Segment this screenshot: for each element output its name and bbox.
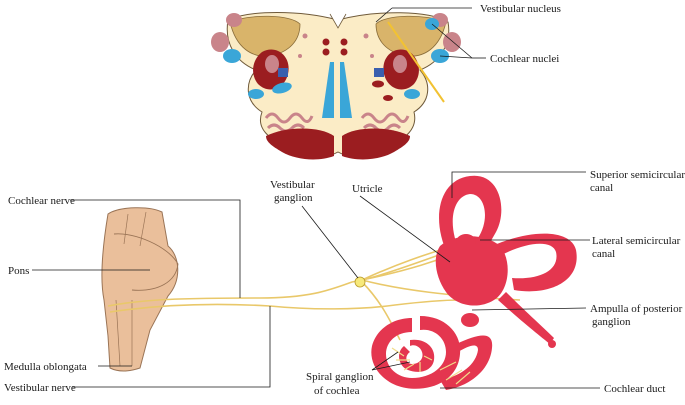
medial-lemniscus-right — [340, 62, 352, 118]
leader-superior-canal — [451, 171, 586, 198]
label-vestibular-ganglion-1: Vestibular — [270, 179, 315, 191]
midline-notch — [329, 13, 347, 29]
label-vestibular-nerve: Vestibular nerve — [4, 382, 76, 394]
label-spiral-ganglion-1: Spiral ganglion — [306, 371, 374, 383]
labyrinth — [371, 175, 577, 390]
leader-vestibular-nerve — [72, 306, 271, 388]
label-medulla: Medulla oblongata — [4, 361, 87, 373]
leader-ampulla — [471, 307, 587, 311]
pyramid-right — [342, 128, 410, 160]
cochlear-duct-fibers — [439, 361, 471, 385]
medial-lemniscus-left — [322, 62, 334, 118]
leader-vestibular-ganglion — [301, 205, 359, 279]
midline-dot-2 — [340, 38, 348, 46]
midline-dot-1 — [322, 38, 330, 46]
leader-spiral-ganglion-2 — [371, 361, 411, 371]
cochlea-outer — [371, 316, 461, 389]
fiber-to-ampulla — [361, 279, 521, 301]
midline-dot-6 — [363, 33, 369, 39]
outer-blob-right-1 — [443, 32, 461, 52]
vestibular-nucleus-left — [229, 15, 301, 57]
small-dot-right — [370, 54, 374, 58]
label-ampulla-2: ganglion — [592, 316, 631, 328]
label-lateral-canal-1: Lateral semicircular — [592, 235, 681, 247]
leader-vestibular-nucleus — [375, 7, 393, 23]
label-vestibular-ganglion-2: ganglion — [274, 192, 313, 204]
brainstem-cross-section — [211, 12, 461, 160]
midline-dot-5 — [302, 33, 308, 39]
leader-cochlear-nuclei-1 — [431, 23, 473, 59]
vestibular-ganglion-node — [354, 276, 366, 288]
blue-ellipse-right — [404, 89, 420, 99]
cochlea-inner — [399, 339, 435, 372]
midline-dot-3 — [322, 48, 330, 56]
midline-dot-4 — [340, 48, 348, 56]
label-cochlear-nerve: Cochlear nerve — [8, 195, 75, 207]
dark-red-small-right-2 — [383, 95, 393, 101]
ampulla-superior — [456, 234, 476, 250]
posterior-canal — [498, 292, 554, 344]
vestibule-body — [435, 236, 508, 306]
label-vestibular-nucleus: Vestibular nucleus — [480, 3, 561, 15]
blue-ellipse-left — [248, 89, 264, 99]
leader-lines — [32, 7, 600, 389]
pons-medulla — [101, 207, 179, 372]
cochlear-nerve-fiber — [107, 279, 363, 307]
labels: Vestibular nucleus Cochlear nuclei Cochl… — [4, 3, 685, 397]
yellow-tract — [387, 21, 445, 103]
pyramid-left — [266, 128, 334, 160]
label-cochlear-nuclei: Cochlear nuclei — [490, 53, 559, 65]
leader-cochlear-nuclei-2 — [439, 55, 473, 59]
grid-patch-right — [374, 68, 384, 77]
pons-bulge — [113, 233, 179, 291]
pink-inner-left — [265, 55, 279, 73]
pink-inner-right — [393, 55, 407, 73]
label-utricle: Utricle — [352, 183, 383, 195]
lateral-canal — [480, 233, 577, 292]
label-lateral-canal-2: canal — [592, 248, 615, 260]
label-ampulla-1: Ampulla of posterior — [590, 303, 683, 315]
vestibular-nerve-fiber — [109, 299, 461, 313]
cochlear-nucleus-left — [223, 49, 241, 63]
label-superior-canal-2: canal — [590, 182, 613, 194]
dark-red-small-right-1 — [372, 80, 384, 88]
small-dot-left — [298, 54, 302, 58]
leader-spiral-ganglion-1 — [371, 351, 399, 371]
label-spiral-ganglion-2: of cochlea — [314, 385, 360, 397]
pons-fold-2 — [139, 211, 147, 247]
leader-cochlear-nerve — [70, 199, 241, 298]
posterior-canal-tip — [548, 340, 556, 348]
outer-blob-left-2 — [226, 13, 242, 27]
cochlear-duct-tail — [440, 335, 493, 390]
blue-ellipse-mid-left — [272, 82, 292, 94]
outer-blob-left-1 — [211, 32, 229, 52]
label-cochlear-duct: Cochlear duct — [604, 383, 665, 395]
pons-fold-1 — [123, 213, 129, 245]
label-superior-canal-1: Superior semicircular — [590, 169, 685, 181]
grid-patch-left — [278, 68, 288, 77]
label-pons: Pons — [8, 265, 29, 277]
pons-shape — [101, 207, 179, 372]
leader-utricle — [359, 195, 451, 263]
ampulla-posterior — [461, 313, 479, 327]
